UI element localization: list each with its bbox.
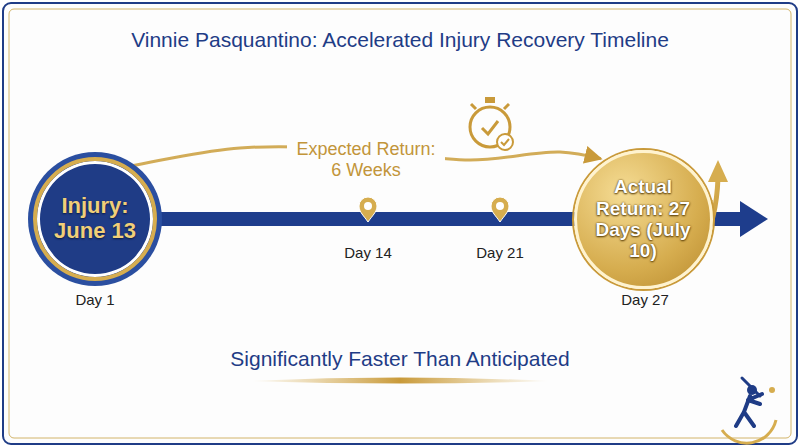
milestone-circle: Actual Return: 27 Days (July 10) (574, 150, 713, 289)
milestone-circle: Injury: June 13 (33, 157, 157, 281)
timeline-pin (491, 197, 509, 222)
stopwatch-icon (470, 97, 513, 150)
milestone-text: Injury: June 13 (45, 194, 145, 243)
day-label: Day 21 (450, 244, 550, 261)
caption-underline (250, 378, 550, 384)
inner-frame (9, 9, 791, 438)
edge-label: Expected Return: 6 Weeks (287, 137, 445, 182)
day-label: Day 14 (318, 244, 418, 261)
milestone-text: Actual Return: 27 Days (July 10) (595, 176, 691, 261)
title: Vinnie Pasquantino: Accelerated Injury R… (0, 28, 800, 52)
batter-logo (722, 378, 776, 443)
day-label: Day 1 (45, 291, 145, 308)
outer-frame (3, 3, 797, 444)
timeline-pin (359, 197, 377, 222)
day-label: Day 27 (595, 291, 695, 308)
timeline-arrowhead (740, 201, 768, 237)
caption: Significantly Faster Than Anticipated (0, 347, 800, 371)
